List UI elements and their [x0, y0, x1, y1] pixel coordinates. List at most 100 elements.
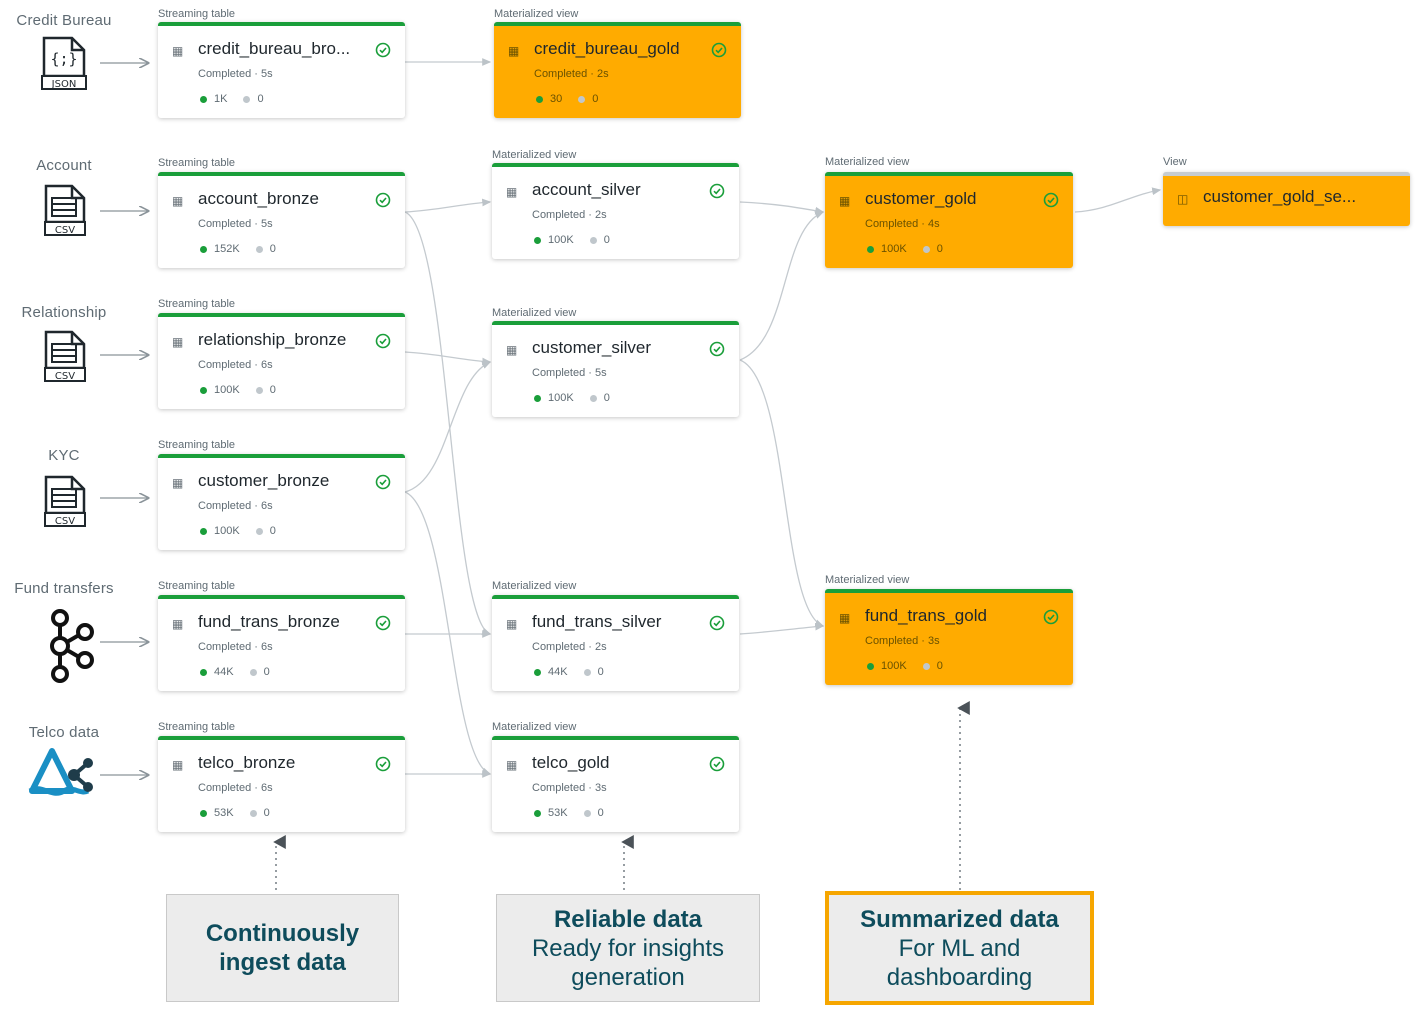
rows-dropped: 0: [269, 384, 276, 396]
csv-file-icon: CSV: [44, 330, 86, 382]
node-credit-bureau-bronze[interactable]: ▦ credit_bureau_bro... Completed · 5s 1K…: [158, 22, 405, 118]
rows-written: 1K: [214, 93, 228, 105]
node-status: Completed · 6s: [198, 359, 273, 371]
table-icon: ▦: [506, 185, 518, 199]
node-kind-label: Materialized view: [494, 8, 579, 20]
node-metrics: 100K 0: [534, 234, 610, 246]
lineage-edge: [739, 201, 825, 215]
callout-summarized-title: Summarized data: [860, 905, 1059, 933]
node-name: credit_bureau_gold: [534, 39, 680, 58]
node-relationship-bronze[interactable]: ▦ relationship_bronze Completed · 6s 100…: [158, 313, 405, 409]
rows-dropped: 0: [603, 234, 610, 246]
node-name: customer_gold_se...: [1203, 187, 1357, 206]
table-icon: ▦: [506, 758, 518, 772]
json-file-icon: {;} JSON: [41, 36, 87, 90]
node-status: Completed · 3s: [865, 635, 940, 647]
completed-check-icon: [375, 474, 391, 490]
node-kind-label: Materialized view: [492, 149, 577, 161]
node-name: account_bronze: [198, 189, 319, 208]
node-status: Completed · 6s: [198, 500, 273, 512]
callout-summarized-line1: For ML and: [898, 934, 1021, 962]
lineage-edge: [404, 491, 492, 776]
node-status: Completed · 6s: [198, 641, 273, 653]
table-icon: ▦: [506, 343, 518, 357]
completed-check-icon: [709, 615, 725, 631]
completed-check-icon: [375, 756, 391, 772]
node-kind-label: Materialized view: [492, 307, 577, 319]
node-customer-gold-view[interactable]: ◫ customer_gold_se...: [1163, 172, 1410, 226]
table-icon: ▦: [172, 194, 184, 208]
lineage-edge: [404, 361, 492, 493]
node-kind-label: Streaming table: [158, 298, 236, 310]
rows-dropped: 0: [936, 660, 943, 672]
node-kind-label: Materialized view: [492, 721, 577, 733]
completed-check-icon: [1043, 192, 1059, 208]
table-icon: ▦: [508, 44, 520, 58]
source-label-fund-transfers: Fund transfers: [14, 580, 114, 597]
node-name: account_silver: [532, 180, 641, 199]
rows-written: 152K: [214, 243, 240, 255]
table-icon: ▦: [172, 617, 184, 631]
lineage-edge: [404, 211, 492, 636]
lineage-edge: [739, 211, 825, 361]
node-status: Completed · 2s: [534, 68, 609, 80]
node-status: Completed · 3s: [532, 782, 607, 794]
lineage-edge: [739, 359, 825, 627]
lineage-edge: [404, 198, 492, 213]
node-kind-label: Streaming table: [158, 8, 236, 20]
node-name: customer_gold: [865, 189, 977, 208]
callout-reliable-line2: generation: [571, 963, 685, 991]
svg-text:CSV: CSV: [55, 371, 75, 382]
rows-dropped: 0: [263, 807, 270, 819]
node-status: Completed · 6s: [198, 782, 273, 794]
rows-dropped: 0: [269, 525, 276, 537]
node-status: Completed · 2s: [532, 641, 607, 653]
node-kind-label: Materialized view: [825, 156, 910, 168]
rows-written: 100K: [881, 243, 907, 255]
lineage-edge: [1074, 187, 1162, 213]
node-name: relationship_bronze: [198, 330, 347, 349]
csv-file-icon: CSV: [44, 475, 86, 527]
node-name: telco_gold: [532, 753, 610, 772]
rows-written: 100K: [548, 234, 574, 246]
source-label-account: Account: [36, 157, 92, 174]
delta-sharing-icon: [28, 748, 93, 796]
callout-reliable: Reliable data Ready for insights generat…: [496, 894, 760, 1002]
completed-check-icon: [375, 42, 391, 58]
table-icon: ▦: [172, 335, 184, 349]
rows-written: 100K: [214, 525, 240, 537]
node-name: telco_bronze: [198, 753, 296, 772]
rows-written: 100K: [548, 392, 574, 404]
completed-check-icon: [375, 333, 391, 349]
rows-dropped: 0: [597, 807, 604, 819]
rows-written: 30: [550, 93, 563, 105]
csv-file-icon: CSV: [44, 184, 86, 236]
node-name: fund_trans_bronze: [198, 612, 340, 631]
rows-dropped: 0: [936, 243, 943, 255]
node-kind-label: Streaming table: [158, 580, 236, 592]
table-icon: ▦: [506, 617, 518, 631]
completed-check-icon: [375, 192, 391, 208]
completed-check-icon: [709, 183, 725, 199]
table-icon: ▦: [172, 476, 184, 490]
